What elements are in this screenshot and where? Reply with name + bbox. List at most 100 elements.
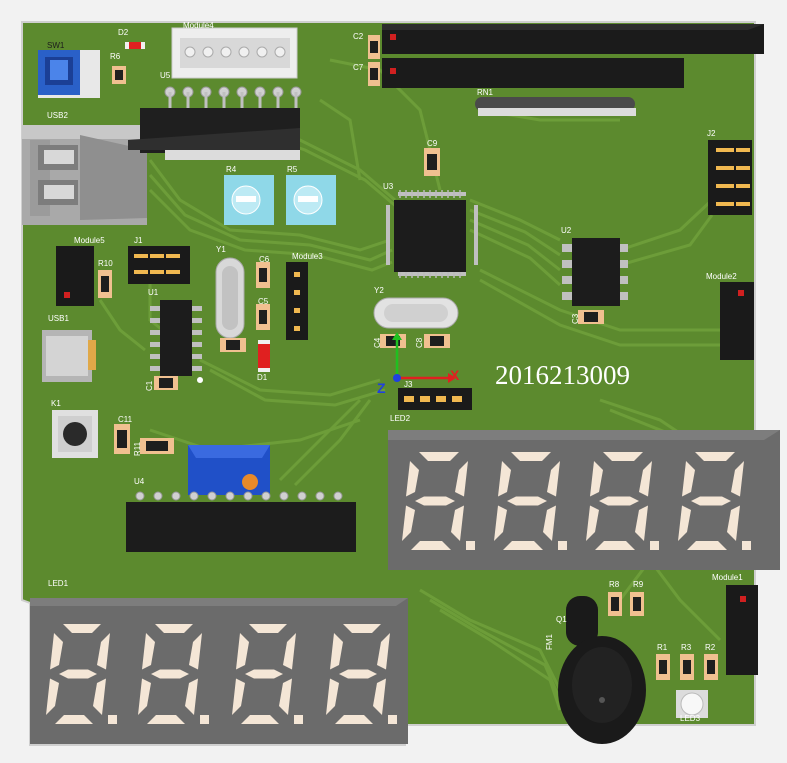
segment-led2-2-2 (635, 505, 648, 541)
segment-led1-2-1 (283, 633, 296, 670)
label-module5: Module5 (74, 236, 105, 245)
segment-led2-2-5 (590, 461, 603, 497)
segment-led2-0-3 (411, 541, 451, 550)
label-r10: R10 (98, 259, 113, 268)
segment-led2-3-1 (731, 461, 744, 497)
segment-led1-1-3 (147, 715, 185, 724)
label-c8: C8 (415, 337, 424, 348)
axis-gizmo (392, 332, 456, 383)
segment-led2-0-1 (455, 461, 468, 497)
segment-led2-0-2 (451, 505, 464, 541)
c1-capacitor (154, 376, 178, 390)
axis-x-label: X (450, 367, 460, 383)
label-c9: C9 (427, 139, 438, 148)
fm1-buzzer (558, 636, 646, 744)
segment-led1-2-0 (249, 624, 287, 633)
c11-capacitor (114, 424, 130, 454)
label-sw1: SW1 (47, 41, 65, 50)
segment-led1-3-3 (335, 715, 373, 724)
label-c3: C3 (571, 313, 580, 324)
segment-led1-0-4 (46, 678, 59, 715)
decimal-point-led1-2 (294, 715, 303, 724)
led2-digits (402, 452, 751, 550)
c6-capacitor (256, 262, 270, 288)
d1-led (258, 340, 270, 372)
label-c4: C4 (373, 337, 382, 348)
label-led3: LED3 (680, 714, 701, 723)
r10-resistor (98, 270, 112, 298)
segment-led1-3-5 (330, 633, 343, 670)
c3b-capacitor (380, 334, 406, 348)
label-r8: R8 (609, 580, 620, 589)
segment-led1-2-5 (236, 633, 249, 670)
label-led1: LED1 (48, 579, 69, 588)
axis-z-label: Z (377, 380, 386, 396)
j1-header (128, 246, 190, 284)
segment-led2-3-4 (678, 505, 691, 541)
label-r2: R2 (705, 643, 716, 652)
segment-led1-1-6 (151, 669, 189, 679)
c3-capacitor (578, 310, 604, 324)
segment-led2-3-3 (687, 541, 727, 550)
label-q1: Q1 (556, 615, 567, 624)
decimal-point-led2-1 (558, 541, 567, 550)
segment-led2-0-5 (406, 461, 419, 497)
label-j2: J2 (707, 129, 716, 138)
u5-regulator (128, 86, 302, 160)
r3-resistor (680, 654, 694, 680)
label-r9: R9 (633, 580, 644, 589)
segment-led1-3-0 (343, 624, 381, 633)
c9-capacitor (424, 148, 440, 176)
label-r11: R11 (133, 441, 142, 456)
label-k1: K1 (51, 399, 61, 408)
c2-capacitor (368, 35, 380, 59)
r9-resistor (630, 592, 644, 616)
r8-resistor (608, 592, 622, 616)
label-rn1: RN1 (477, 88, 494, 97)
segment-led2-1-4 (494, 505, 507, 541)
y2-crystal (373, 297, 459, 329)
c5-capacitor (256, 304, 270, 330)
module5-header (56, 246, 94, 306)
segment-led2-0-4 (402, 505, 415, 541)
segment-led1-0-5 (50, 633, 63, 670)
copper-traces (98, 58, 741, 711)
segment-led1-2-2 (279, 678, 292, 715)
label-led2: LED2 (390, 414, 411, 423)
segment-led2-1-3 (503, 541, 543, 550)
y1-crystal (215, 257, 245, 339)
segment-led2-2-6 (599, 496, 639, 506)
module4-connector (171, 27, 298, 79)
j2-header (708, 140, 752, 215)
segment-led1-0-1 (97, 633, 110, 670)
rn1-network (475, 97, 636, 116)
u3-microcontroller (386, 190, 478, 278)
decimal-point-led2-2 (650, 541, 659, 550)
top-header-strip-1 (382, 24, 764, 54)
label-y1: Y1 (216, 245, 226, 254)
segment-led2-3-5 (682, 461, 695, 497)
sw1-switch (38, 50, 100, 98)
led3-white-led (676, 690, 708, 718)
label-c1: C1 (145, 380, 154, 391)
label-module2: Module2 (706, 272, 737, 281)
label-usb1: USB1 (48, 314, 69, 323)
segment-led1-0-0 (63, 624, 101, 633)
segment-led1-2-6 (245, 669, 283, 679)
label-fm1: FM1 (545, 634, 554, 650)
segment-led2-3-2 (727, 505, 740, 541)
label-u2: U2 (561, 226, 572, 235)
segment-led2-1-2 (543, 505, 556, 541)
label-r3: R3 (681, 643, 692, 652)
r5-potentiometer (286, 175, 336, 225)
segment-led2-1-6 (507, 496, 547, 506)
segment-led1-0-2 (93, 678, 106, 715)
label-r5: R5 (287, 165, 298, 174)
label-u3: U3 (383, 182, 394, 191)
segment-led2-2-0 (603, 452, 643, 461)
segment-led1-3-6 (339, 669, 377, 679)
segment-led2-3-0 (695, 452, 735, 461)
label-r4: R4 (226, 165, 237, 174)
label-c7: C7 (353, 63, 364, 72)
